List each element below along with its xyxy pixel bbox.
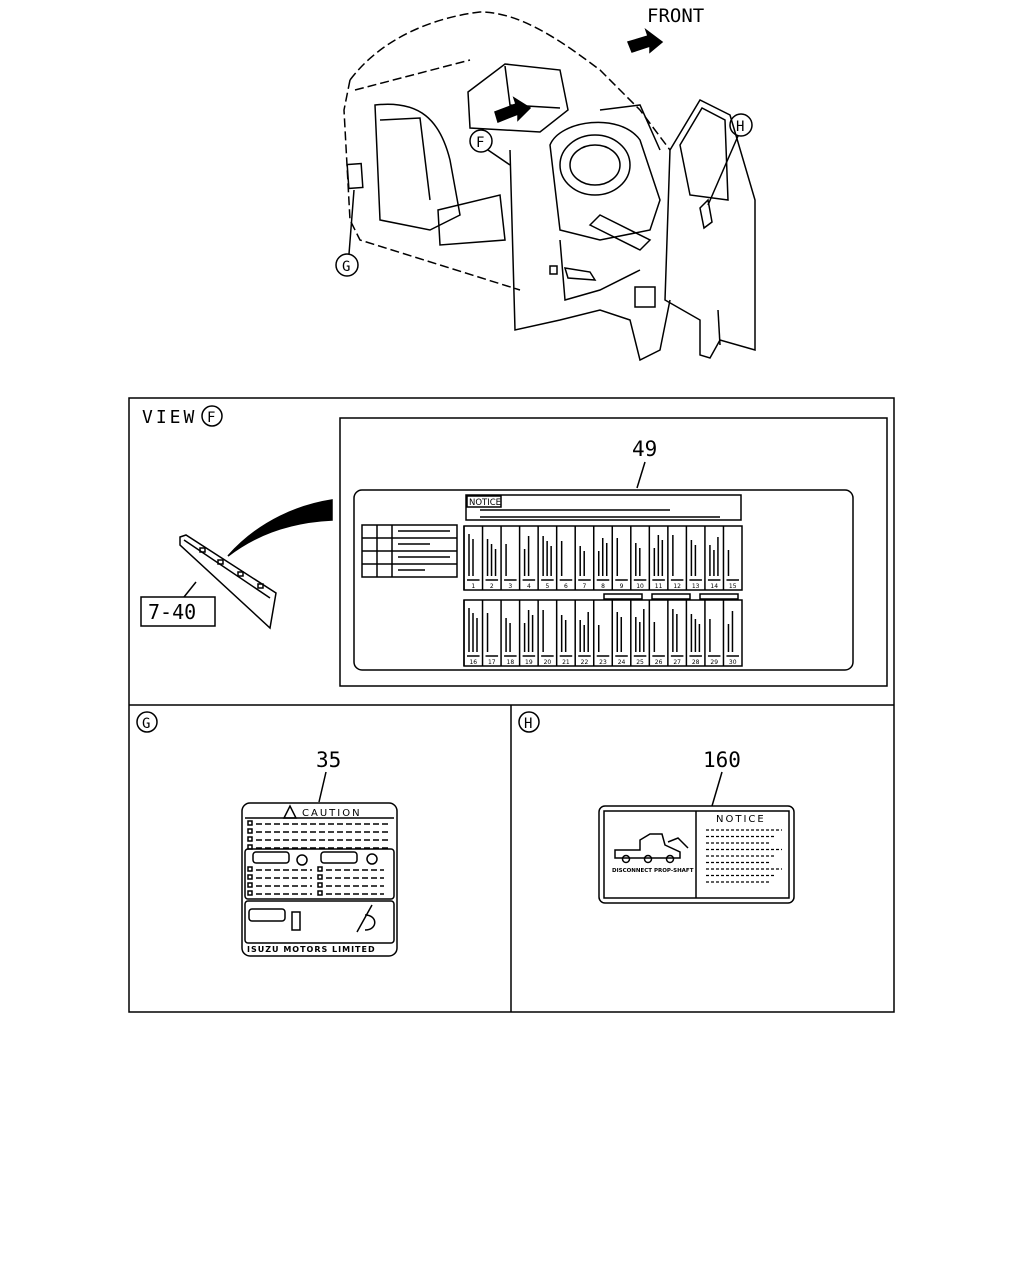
fuse-number: 3	[508, 583, 512, 590]
view-f-notice-title: NOTICE	[469, 498, 501, 508]
fuse-label-plate	[353, 489, 854, 671]
caution-line-checkbox	[247, 836, 253, 842]
part-number-49: 49	[632, 437, 657, 461]
fuse-number: 17	[488, 659, 496, 666]
fuse-number: 9	[620, 583, 624, 590]
caution-line-checkbox	[317, 874, 323, 880]
callout-g	[335, 189, 359, 277]
view-g-circle	[136, 711, 158, 733]
view-g-panel	[136, 711, 398, 957]
part-number-160: 160	[703, 748, 741, 772]
notice-text-lines	[706, 829, 782, 883]
view-h-letter: H	[524, 716, 532, 732]
fuse-number: 21	[562, 659, 570, 666]
caution-line-checkbox	[247, 828, 253, 834]
fuse-number: 14	[710, 583, 718, 590]
fuse-number: 30	[729, 659, 737, 666]
notice-caption-h: DISCONNECT PROP-SHAFT	[612, 868, 694, 874]
front-label: FRONT	[647, 5, 704, 27]
view-f-label: VIEW	[142, 407, 197, 428]
fuse-number: 26	[655, 659, 663, 666]
view-f-circle	[201, 405, 223, 427]
fuse-number: 2	[490, 583, 494, 590]
fuse-number: 27	[673, 659, 681, 666]
caution-line-checkbox	[247, 866, 253, 872]
fuse-number: 5	[545, 583, 549, 590]
caution-line-checkbox	[247, 820, 253, 826]
callout-h	[707, 113, 753, 206]
caution-line-checkbox	[247, 882, 253, 888]
caution-line-checkbox	[317, 882, 323, 888]
diagram-text: FRONT F G H VIEW F 7-40 49 NOTICE G 35 C…	[142, 5, 766, 954]
fuse-number: 16	[469, 659, 477, 666]
callout-h-letter: H	[736, 119, 744, 135]
callout-f-letter: F	[476, 135, 484, 151]
fuse-number: 29	[710, 659, 718, 666]
caution-line-checkbox	[247, 874, 253, 880]
ref-box-7-40	[140, 596, 216, 627]
caution-line-checkbox	[317, 890, 323, 896]
caution-text-lines	[247, 820, 388, 896]
fuse-number: 8	[601, 583, 605, 590]
fuse-number: 18	[507, 659, 515, 666]
caution-line-checkbox	[317, 866, 323, 872]
notice-label-plate	[598, 805, 795, 904]
fuse-number: 1	[471, 583, 475, 590]
view-h-panel	[518, 711, 795, 904]
notice-title-h: NOTICE	[716, 814, 766, 825]
cab-illustration	[343, 11, 756, 362]
fuse-number: 24	[618, 659, 626, 666]
part-number-35: 35	[316, 748, 341, 772]
fuse-number: 28	[692, 659, 700, 666]
caution-line-checkbox	[247, 890, 253, 896]
fuse-number: 6	[564, 583, 568, 590]
fuse-number: 20	[544, 659, 552, 666]
fuse-number: 15	[729, 583, 737, 590]
fuse-number: 19	[525, 659, 533, 666]
view-f-letter: F	[207, 410, 215, 426]
fuse-number: 4	[527, 583, 531, 590]
caution-label-plate	[241, 802, 398, 957]
fuse-number: 25	[636, 659, 644, 666]
fuse-number: 23	[599, 659, 607, 666]
view-f-zoom-frame	[339, 417, 888, 687]
view-h-circle	[518, 711, 540, 733]
caution-footer: ISUZU MOTORS LIMITED	[247, 945, 376, 954]
fuse-number: 10	[636, 583, 644, 590]
fuse-number: 12	[673, 583, 681, 590]
ref-label-7-40: 7-40	[148, 600, 196, 624]
view-g-letter: G	[142, 716, 150, 732]
fuse-number: 22	[581, 659, 589, 666]
callout-g-letter: G	[342, 259, 350, 275]
fuse-number: 7	[583, 583, 587, 590]
fuse-number: 11	[655, 583, 663, 590]
caution-title: CAUTION	[302, 808, 362, 819]
callout-f	[469, 129, 511, 166]
fuse-number: 13	[692, 583, 700, 590]
caution-line-checkbox	[247, 844, 253, 850]
